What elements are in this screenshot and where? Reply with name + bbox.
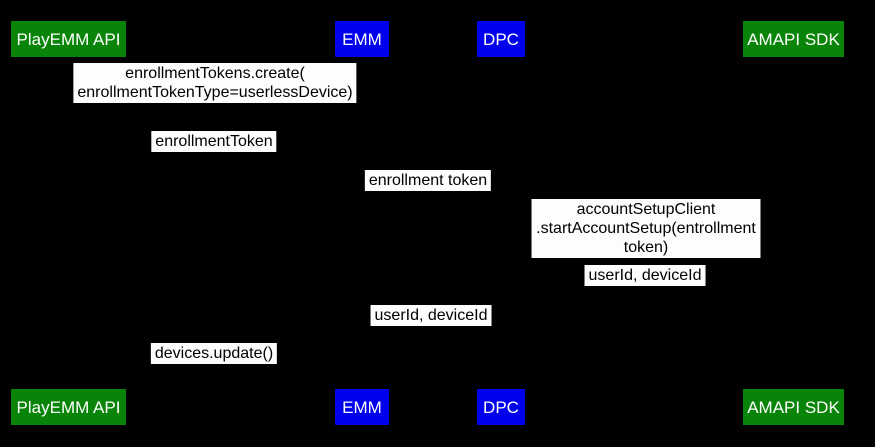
message-enrollment-token-to-dpc: enrollment token	[364, 170, 492, 191]
actor-emm-bottom: EMM	[335, 389, 389, 425]
actor-dpc-top: DPC	[477, 21, 525, 57]
message-userid-deviceid-to-emm: userId, deviceId	[370, 305, 492, 326]
actor-playemm-api-bottom: PlayEMM API	[11, 389, 126, 425]
message-start-account-setup: accountSetupClient .startAccountSetup(en…	[531, 199, 761, 258]
actor-emm-top: EMM	[335, 21, 389, 57]
actor-dpc-bottom: DPC	[477, 389, 525, 425]
actor-amapi-sdk-bottom: AMAPI SDK	[743, 389, 844, 425]
message-devices-update: devices.update()	[150, 343, 278, 364]
message-enrollment-tokens-create: enrollmentTokens.create( enrollmentToken…	[73, 63, 357, 103]
message-userid-deviceid-from-sdk: userId, deviceId	[584, 265, 706, 286]
actor-amapi-sdk-top: AMAPI SDK	[743, 21, 844, 57]
actor-playemm-api-top: PlayEMM API	[11, 21, 126, 57]
message-enrollment-token-return: enrollmentToken	[151, 131, 277, 152]
